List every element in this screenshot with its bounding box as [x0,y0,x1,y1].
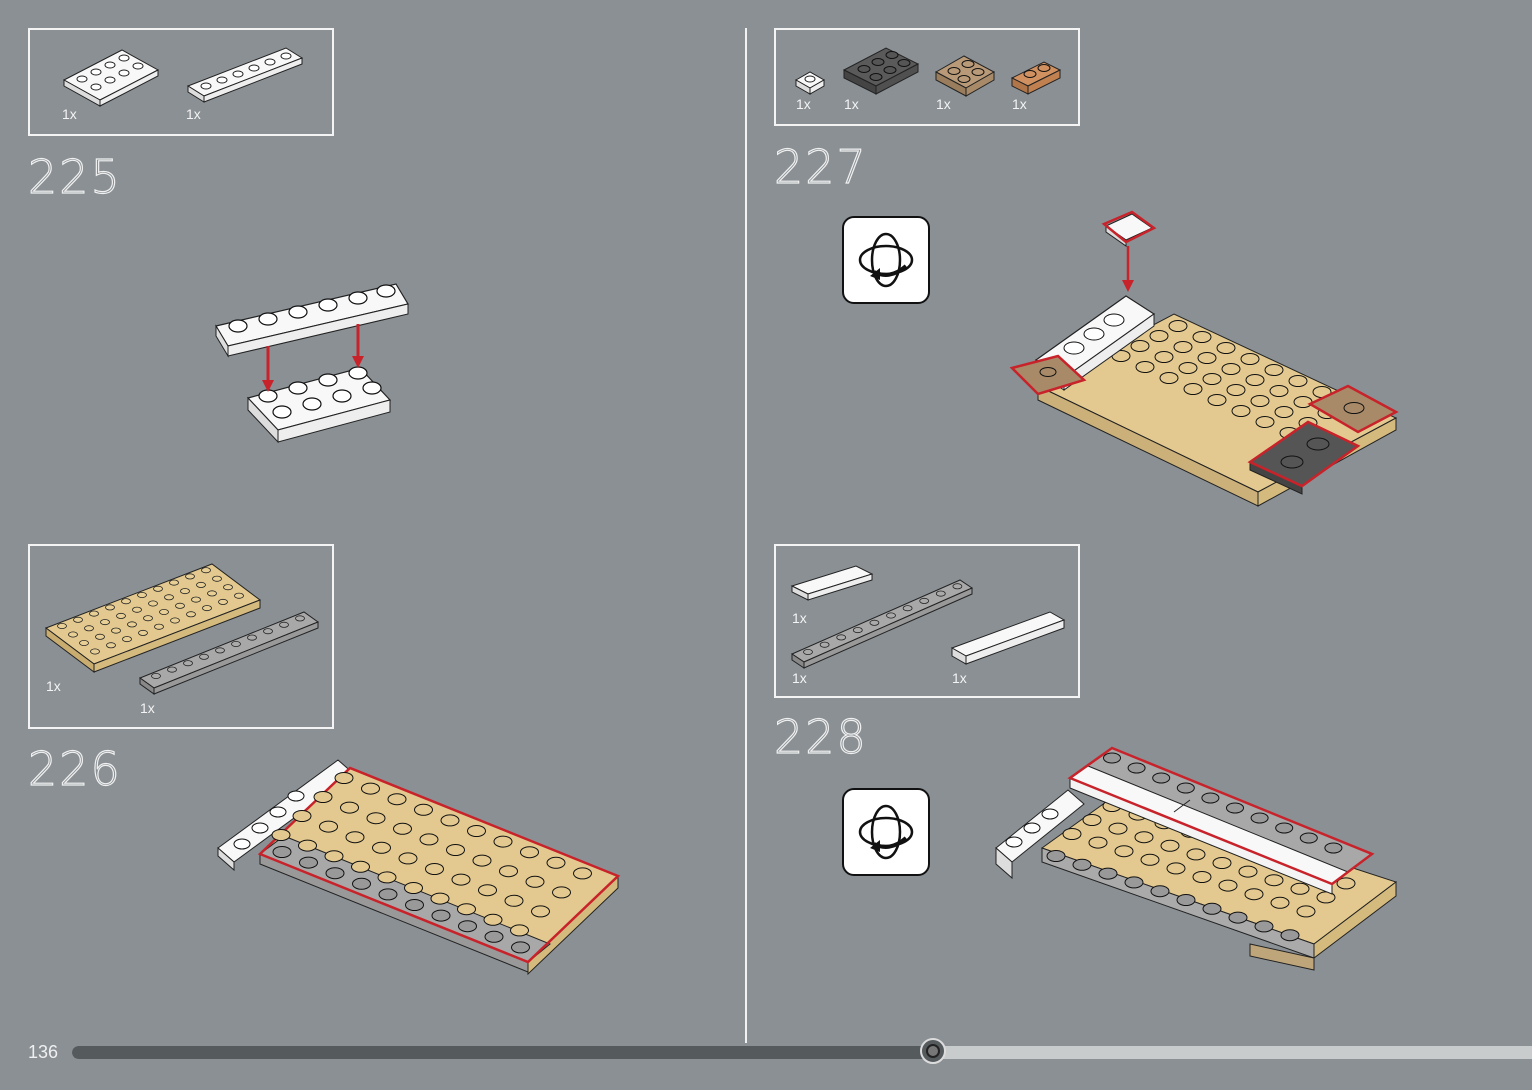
part-qty: 1x [186,106,201,122]
parts-box-step-225: 1x 1x [28,28,334,136]
step-228-assembly-illustration [994,744,1400,976]
parts-box-step-227: 1x 1x 1x 1x [774,28,1080,126]
part-white-tile-1x6 [950,608,1068,670]
part-qty: 1x [936,96,951,112]
part-qty: 1x [1012,96,1027,112]
step-number: 225 [28,150,122,204]
part-white-plate-2x4 [62,42,162,112]
step-225-assembly-illustration [210,280,420,450]
part-brown-plate-2x2 [934,50,998,98]
step-number: 227 [774,140,868,194]
parts-box-step-228: 1x 1x 1x [774,544,1080,698]
part-qty: 1x [792,670,807,686]
progress-knob [920,1038,946,1064]
part-qty: 1x [792,610,807,626]
page-number: 136 [28,1042,58,1063]
part-gray-plate-1x10 [790,576,976,672]
part-qty: 1x [140,700,155,716]
part-qty: 1x [796,96,811,112]
part-white-plate-1x6 [186,46,306,106]
rotate-model-icon [842,216,930,304]
step-227-assembly-illustration [1008,210,1403,510]
step-number: 228 [774,710,868,764]
part-qty: 1x [62,106,77,122]
part-qty: 1x [844,96,859,112]
step-226-assembly-illustration [214,756,624,970]
parts-box-step-226: 1x 1x [28,544,334,729]
progress-fill [72,1046,933,1059]
part-qty: 1x [46,678,61,694]
rotate-model-icon [842,788,930,876]
part-dark-gray-plate-2x3 [842,42,922,98]
part-gray-plate-1x10 [138,608,323,698]
page-divider [745,28,747,1043]
part-white-plate-1x1 [794,68,828,96]
step-number: 226 [28,742,122,796]
part-orange-plate-1x2 [1010,58,1064,98]
part-qty: 1x [952,670,967,686]
